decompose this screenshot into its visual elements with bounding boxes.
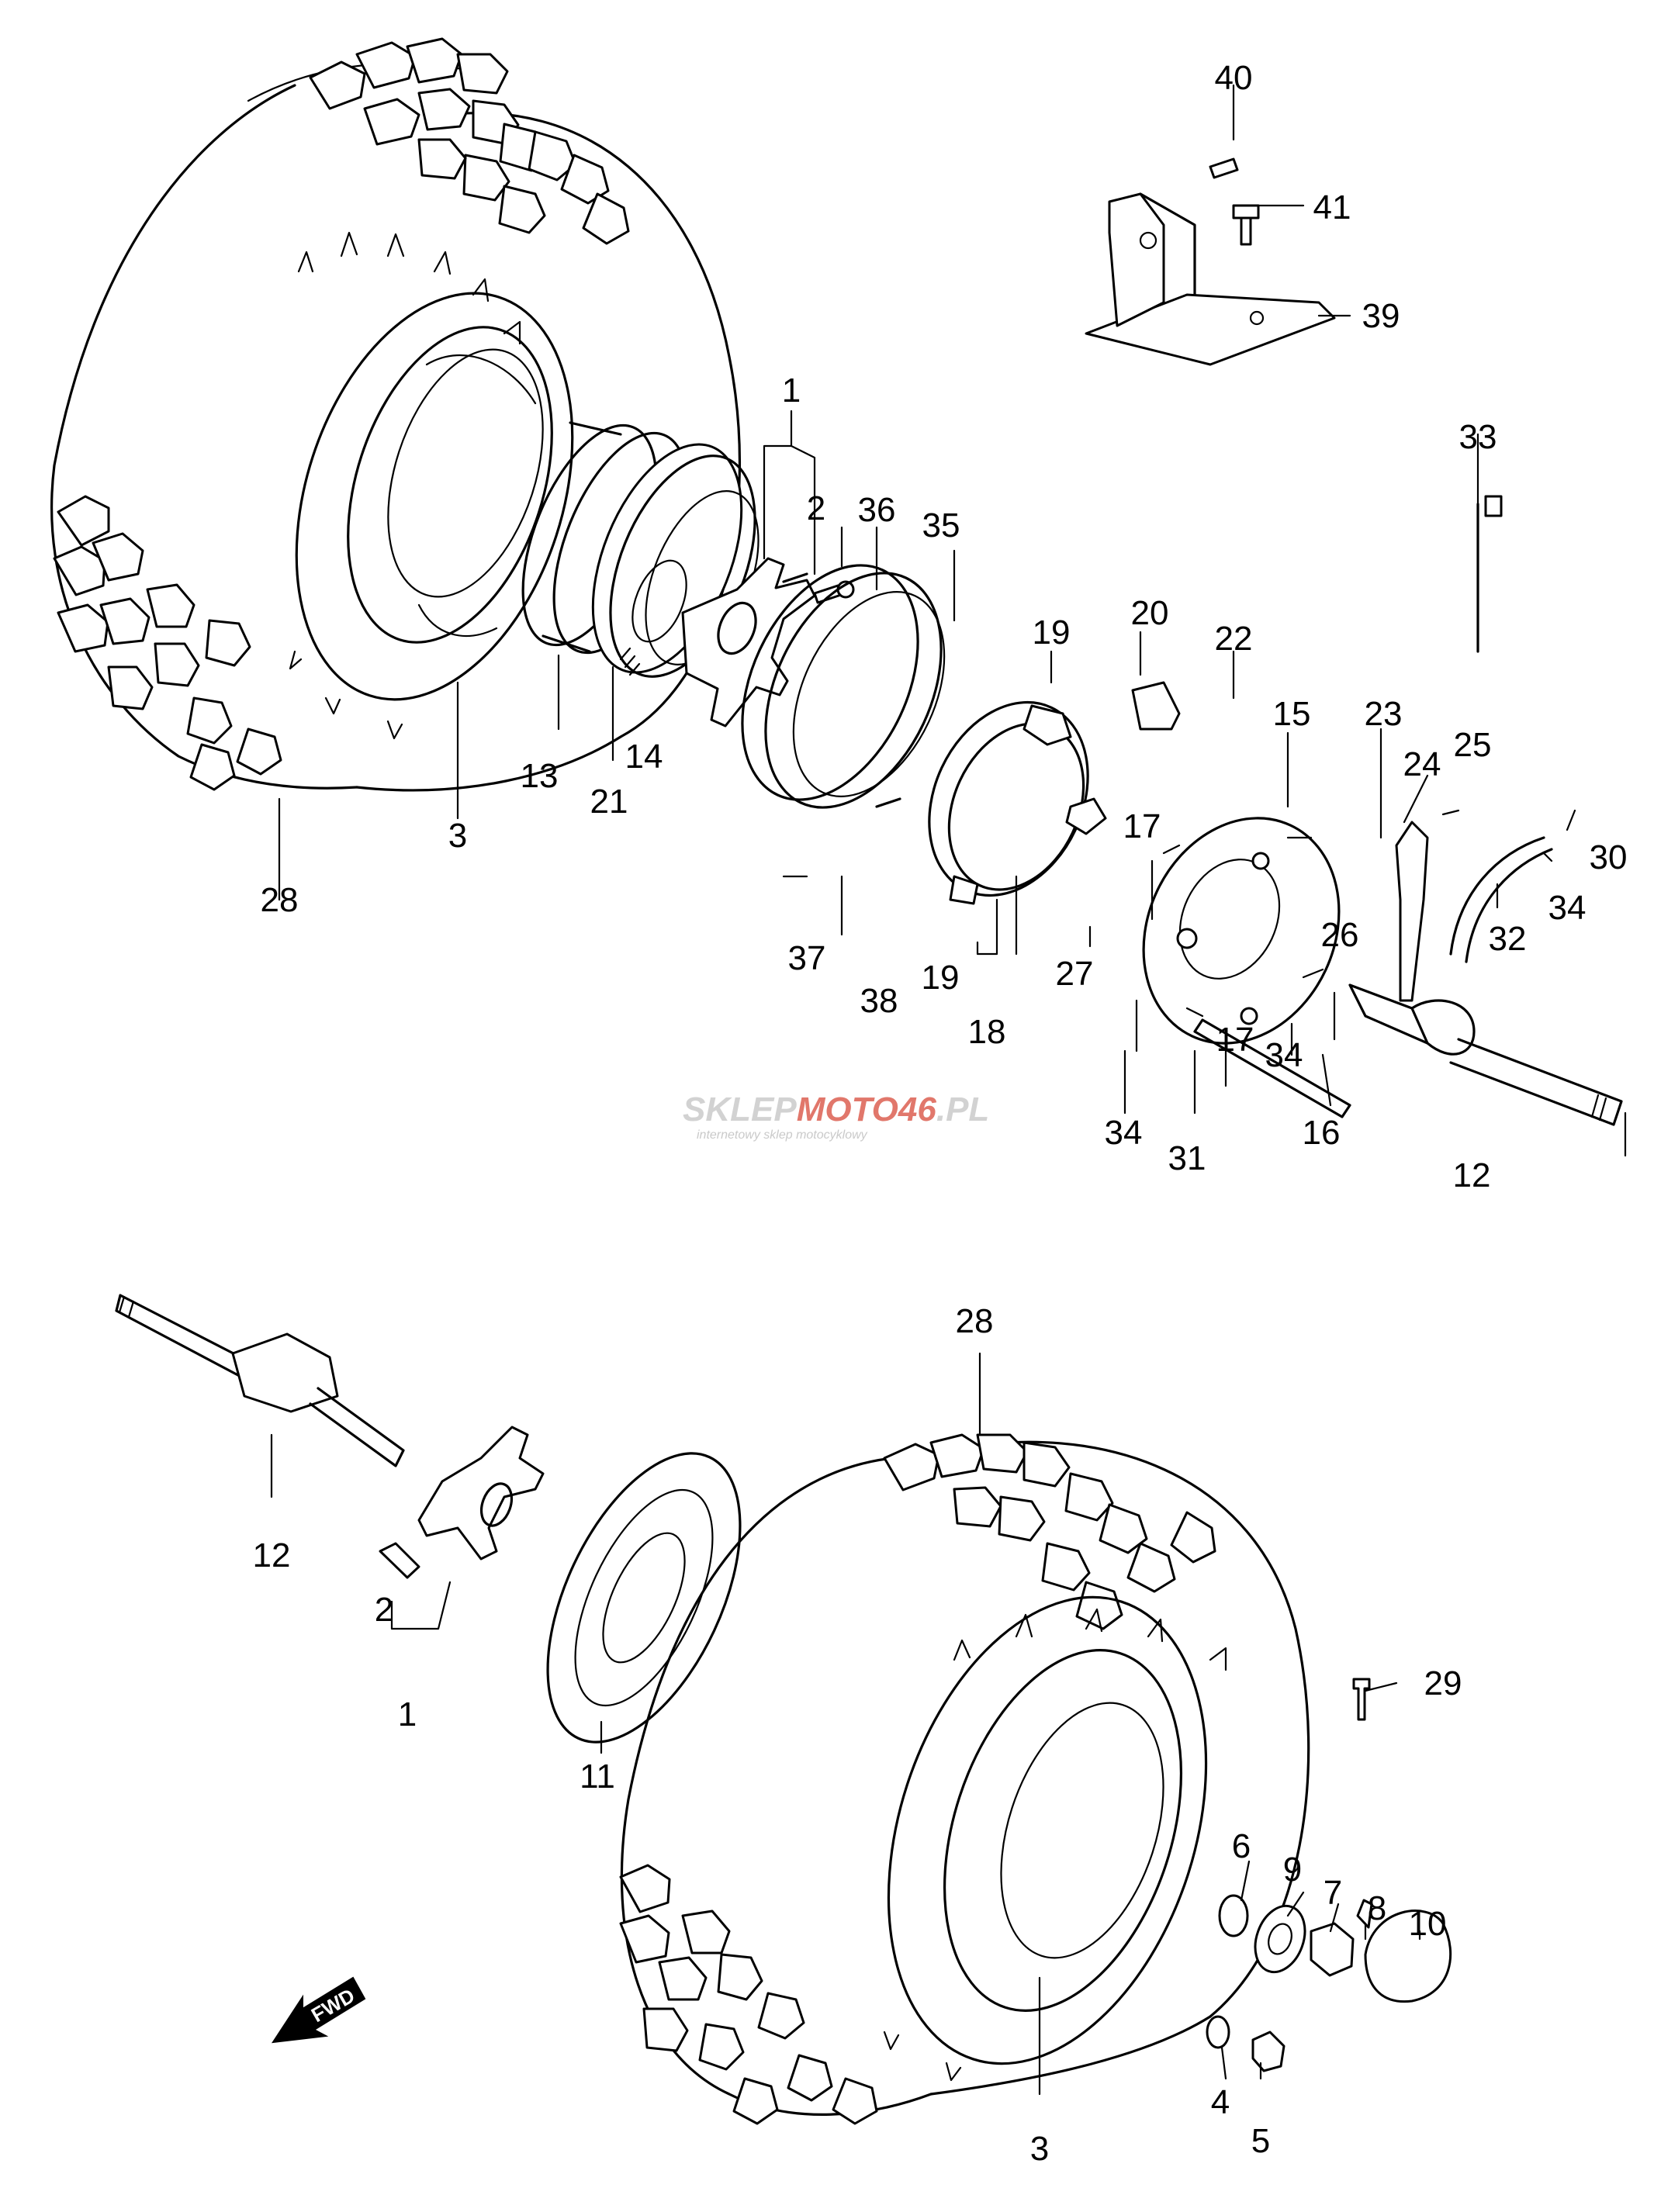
- part-label-19-top: 19: [1033, 613, 1071, 652]
- part-label-34-right: 34: [1548, 889, 1587, 927]
- hub-hardware: [1206, 1678, 1452, 2072]
- part-labels: 40 41 39 33 1 2 36 35 19 20 22 15 23 24 …: [253, 59, 1628, 2168]
- hub-flange-top: [681, 557, 855, 728]
- part-label-14: 14: [625, 738, 663, 776]
- top-tire: [50, 37, 741, 792]
- part-label-37: 37: [788, 939, 826, 977]
- brake-panel: [1142, 817, 1341, 1045]
- part-label-26: 26: [1321, 916, 1359, 954]
- part-label-4: 4: [1211, 2083, 1230, 2121]
- part-label-8: 8: [1368, 1889, 1386, 1927]
- part-label-12-bottom: 12: [253, 1536, 291, 1574]
- bottom-rim: [887, 1595, 1208, 2065]
- bolts-40-41: [1209, 157, 1260, 246]
- part-label-9: 9: [1283, 1851, 1302, 1889]
- brake-arm: [1395, 821, 1429, 1002]
- leader-lines: [270, 84, 1627, 2096]
- part-label-28-bottom: 28: [956, 1302, 994, 1340]
- part-label-11: 11: [580, 1758, 615, 1796]
- brake-shoes: [928, 700, 1107, 905]
- part-label-29: 29: [1424, 1664, 1462, 1702]
- part-label-39: 39: [1362, 297, 1400, 335]
- part-label-33: 33: [1459, 418, 1497, 456]
- part-label-28-top: 28: [261, 881, 299, 919]
- tie-strap: [1476, 495, 1503, 653]
- part-label-17-bottom: 17: [1216, 1021, 1254, 1059]
- part-label-22: 22: [1215, 620, 1253, 658]
- top-rim: [295, 292, 574, 701]
- part-label-38: 38: [860, 982, 898, 1020]
- part-label-3-bottom: 3: [1030, 2130, 1049, 2168]
- part-label-40: 40: [1215, 59, 1253, 97]
- part-label-18: 18: [968, 1013, 1006, 1051]
- hub-flange-bottom: [379, 1426, 545, 1579]
- part-label-32: 32: [1489, 920, 1527, 958]
- watermark: SKLEPMOTO46.PL internetowy sklep motocyk…: [683, 1090, 989, 1142]
- part-label-13: 13: [521, 757, 559, 795]
- part-label-34-mid: 34: [1265, 1036, 1303, 1074]
- part-label-6: 6: [1232, 1827, 1251, 1865]
- part-label-20: 20: [1131, 594, 1169, 632]
- part-label-27: 27: [1056, 955, 1094, 993]
- part-label-41: 41: [1313, 188, 1351, 226]
- part-label-31: 31: [1168, 1139, 1206, 1177]
- part-label-21: 21: [590, 783, 628, 821]
- part-label-10: 10: [1409, 1905, 1447, 1943]
- watermark-brand-a: SKLEP: [683, 1090, 797, 1128]
- svg-text:SKLEPMOTO46.PL: SKLEPMOTO46.PL: [683, 1090, 989, 1128]
- part-label-15: 15: [1273, 695, 1311, 733]
- part-label-2-bottom: 2: [375, 1591, 393, 1629]
- spacer-plate: [546, 1452, 742, 1744]
- rod-31: [1193, 1018, 1351, 1118]
- drum-cover: [741, 564, 946, 809]
- part-label-7: 7: [1324, 1874, 1342, 1912]
- part-label-1-bottom: 1: [398, 1695, 417, 1733]
- part-label-1-top: 1: [782, 372, 801, 410]
- part-label-2-top: 2: [807, 489, 825, 527]
- part-label-35: 35: [922, 506, 960, 544]
- axle-top: [1348, 983, 1623, 1126]
- part-label-16: 16: [1303, 1114, 1341, 1152]
- watermark-tagline: internetowy sklep motocyklowy: [697, 1128, 868, 1142]
- part-label-30: 30: [1590, 838, 1628, 876]
- valve-20: [1131, 681, 1181, 731]
- part-label-12-top: 12: [1453, 1156, 1491, 1194]
- part-label-34-left: 34: [1105, 1114, 1143, 1152]
- bottom-tire: [619, 1433, 1310, 2125]
- watermark-brand-c: 46: [898, 1090, 936, 1128]
- watermark-brand-d: .PL: [936, 1090, 989, 1128]
- fwd-arrow-icon: FWD: [271, 1976, 366, 2044]
- part-label-3-top: 3: [448, 817, 467, 855]
- part-label-17-top: 17: [1123, 807, 1161, 845]
- part-label-36: 36: [858, 491, 896, 529]
- part-label-19-bottom: 19: [922, 959, 960, 997]
- part-label-23: 23: [1365, 695, 1403, 733]
- mounting-bracket: [1085, 192, 1336, 366]
- watermark-brand-b: MOTO: [797, 1090, 898, 1128]
- part-label-5: 5: [1251, 2122, 1270, 2160]
- axle-bottom: [115, 1294, 405, 1467]
- part-label-25: 25: [1454, 726, 1492, 764]
- part-label-24: 24: [1403, 745, 1441, 783]
